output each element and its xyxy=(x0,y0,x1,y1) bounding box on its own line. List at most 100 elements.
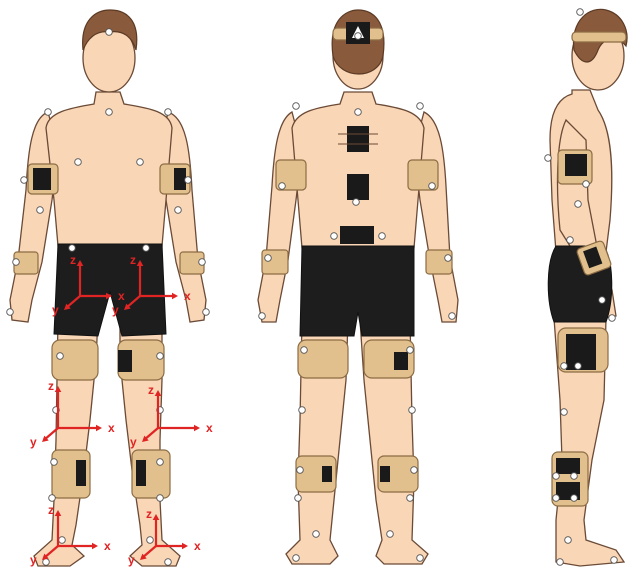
reflective-marker xyxy=(553,495,560,502)
reflective-marker xyxy=(561,363,568,370)
front-left-shank-sensor xyxy=(76,460,86,486)
side-shank-sensor-top xyxy=(556,458,580,474)
reflective-marker xyxy=(355,33,362,40)
y-axis-label: y xyxy=(128,553,135,567)
reflective-marker xyxy=(299,407,306,414)
reflective-marker xyxy=(106,109,113,116)
front-view xyxy=(10,10,206,566)
reflective-marker xyxy=(583,181,590,188)
front-right-shank-sensor xyxy=(136,460,146,486)
reflective-marker xyxy=(165,109,172,116)
reflective-marker xyxy=(567,237,574,244)
back-lower-spine-sensor xyxy=(340,226,374,244)
front-left-upperarm-sensor xyxy=(33,168,51,190)
reflective-marker xyxy=(59,537,66,544)
reflective-marker xyxy=(553,473,560,480)
x-axis-label: x xyxy=(108,421,115,435)
back-right-shank-sensor xyxy=(380,466,390,482)
reflective-marker xyxy=(185,177,192,184)
reflective-marker xyxy=(609,315,616,322)
x-axis-label: x xyxy=(104,539,111,553)
reflective-marker xyxy=(7,309,14,316)
front-right-thigh-sensor xyxy=(118,350,132,372)
side-view xyxy=(548,9,627,566)
reflective-marker xyxy=(417,555,424,562)
y-axis-label: y xyxy=(130,435,137,449)
reflective-marker xyxy=(331,233,338,240)
x-axis-arrowhead xyxy=(194,425,200,432)
side-headband xyxy=(572,32,626,42)
reflective-marker xyxy=(411,467,418,474)
y-axis-label: y xyxy=(30,553,37,567)
reflective-marker xyxy=(203,309,210,316)
reflective-marker xyxy=(301,347,308,354)
reflective-marker xyxy=(571,473,578,480)
reflective-marker xyxy=(69,245,76,252)
reflective-marker xyxy=(13,259,20,266)
reflective-marker xyxy=(611,557,618,564)
reflective-marker xyxy=(279,183,286,190)
reflective-marker xyxy=(353,199,360,206)
reflective-marker xyxy=(37,207,44,214)
reflective-marker xyxy=(43,559,50,566)
reflective-marker xyxy=(445,255,452,262)
reflective-marker xyxy=(21,177,28,184)
reflective-marker xyxy=(147,537,154,544)
z-axis-label: z xyxy=(48,503,54,517)
reflective-marker xyxy=(265,255,272,262)
x-axis-label: x xyxy=(118,289,125,303)
reflective-marker xyxy=(313,531,320,538)
reflective-marker xyxy=(157,495,164,502)
z-axis-label: z xyxy=(146,507,152,521)
front-left-knee-strap xyxy=(52,340,98,380)
reflective-marker xyxy=(449,313,456,320)
reflective-marker xyxy=(199,259,206,266)
back-right-forearm-strap xyxy=(426,250,452,274)
y-axis-label: y xyxy=(30,435,37,449)
x-axis-arrowhead xyxy=(182,543,188,550)
reflective-marker xyxy=(577,9,584,16)
back-view xyxy=(258,10,458,564)
reflective-marker xyxy=(297,467,304,474)
x-axis-arrowhead xyxy=(172,293,178,300)
reflective-marker xyxy=(409,407,416,414)
reflective-marker xyxy=(407,495,414,502)
x-axis-arrowhead xyxy=(96,425,102,432)
y-axis-label: y xyxy=(112,303,119,317)
reflective-marker xyxy=(417,103,424,110)
reflective-marker xyxy=(565,537,572,544)
x-axis-label: x xyxy=(194,539,201,553)
reflective-marker xyxy=(561,409,568,416)
reflective-marker xyxy=(429,183,436,190)
back-mid-spine-sensor xyxy=(347,174,369,200)
reflective-marker xyxy=(49,495,56,502)
reflective-marker xyxy=(575,201,582,208)
back-left-knee-strap xyxy=(298,340,348,378)
reflective-marker xyxy=(293,555,300,562)
reflective-marker xyxy=(57,353,64,360)
reflective-marker xyxy=(143,245,150,252)
back-left-shank-sensor xyxy=(322,466,332,482)
reflective-marker xyxy=(75,159,82,166)
reflective-marker xyxy=(157,353,164,360)
reflective-marker xyxy=(157,459,164,466)
z-axis-label: z xyxy=(48,379,54,393)
back-shorts xyxy=(300,246,414,336)
reflective-marker xyxy=(293,103,300,110)
x-axis-label: x xyxy=(184,289,191,303)
reflective-marker xyxy=(45,109,52,116)
reflective-marker xyxy=(407,347,414,354)
reflective-marker xyxy=(571,495,578,502)
reflective-marker xyxy=(599,297,606,304)
y-axis-label: y xyxy=(52,303,59,317)
back-right-thigh-sensor xyxy=(394,352,408,370)
reflective-marker xyxy=(137,159,144,166)
reflective-marker xyxy=(557,559,564,566)
back-left-forearm-strap xyxy=(262,250,288,274)
reflective-marker xyxy=(575,363,582,370)
side-upperarm-sensor xyxy=(565,154,587,176)
reflective-marker xyxy=(165,559,172,566)
reflective-marker xyxy=(295,495,302,502)
reflective-marker xyxy=(259,313,266,320)
